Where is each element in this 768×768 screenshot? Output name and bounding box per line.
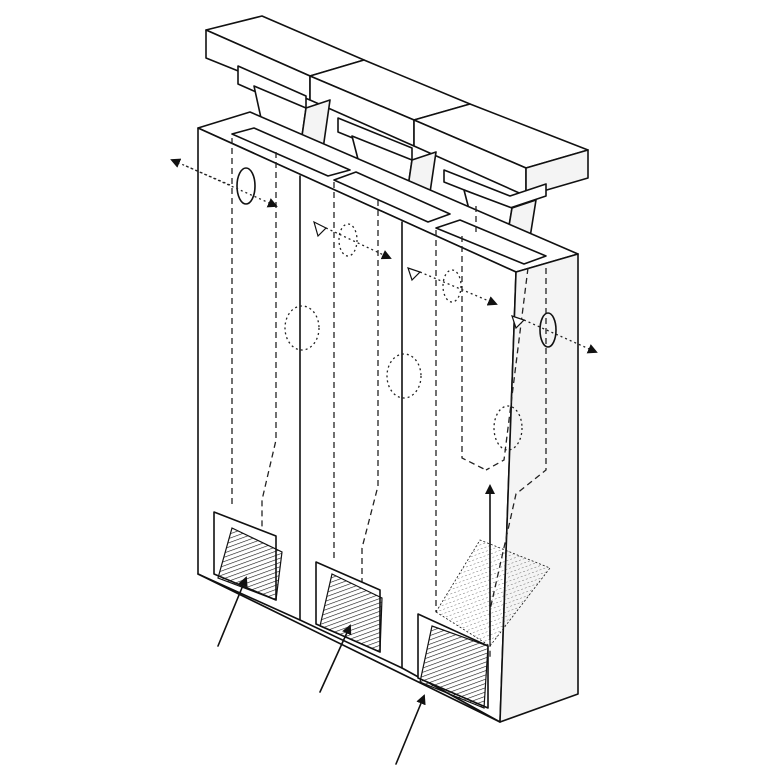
port-2-mid xyxy=(386,353,422,399)
duct-3-inner-right xyxy=(485,267,529,471)
port-3-mid xyxy=(493,405,523,451)
outlet-3-slope xyxy=(435,539,551,647)
port-1-mid xyxy=(284,305,320,351)
duct-2-right xyxy=(361,200,379,606)
duct-3-inner-left xyxy=(461,236,487,471)
arrow-1-left xyxy=(170,158,231,186)
port-2-upper xyxy=(338,223,358,257)
port-side xyxy=(539,312,557,348)
arrow-inlet-3 xyxy=(395,694,426,765)
arrow-2-right xyxy=(325,227,392,260)
outlet-1-hatch xyxy=(217,527,283,601)
outlets xyxy=(213,511,551,709)
top-caps xyxy=(205,15,589,197)
arrow-inlet-1 xyxy=(217,576,248,647)
arrow-side-right xyxy=(523,319,598,354)
opening-3 xyxy=(435,219,547,265)
port-1-upper xyxy=(236,167,256,205)
arrow-side-open-head xyxy=(511,315,526,330)
arrow-2-open-head xyxy=(313,220,328,238)
opening-2 xyxy=(333,171,451,223)
flow-arrows xyxy=(170,158,598,765)
neck-3-collar xyxy=(443,169,547,209)
port-3-upper xyxy=(442,269,462,303)
duct-1-right xyxy=(261,152,277,560)
opening-1 xyxy=(231,127,351,177)
arrow-inlet-2 xyxy=(319,624,352,693)
arrow-3-right xyxy=(419,271,498,306)
arrow-3-open-head xyxy=(407,267,422,282)
hidden-ducts xyxy=(231,138,547,660)
outlet-2-hatch xyxy=(319,573,383,653)
outlet-3-hatch xyxy=(419,625,489,709)
cap-right-side xyxy=(525,149,589,197)
ports xyxy=(236,167,557,451)
